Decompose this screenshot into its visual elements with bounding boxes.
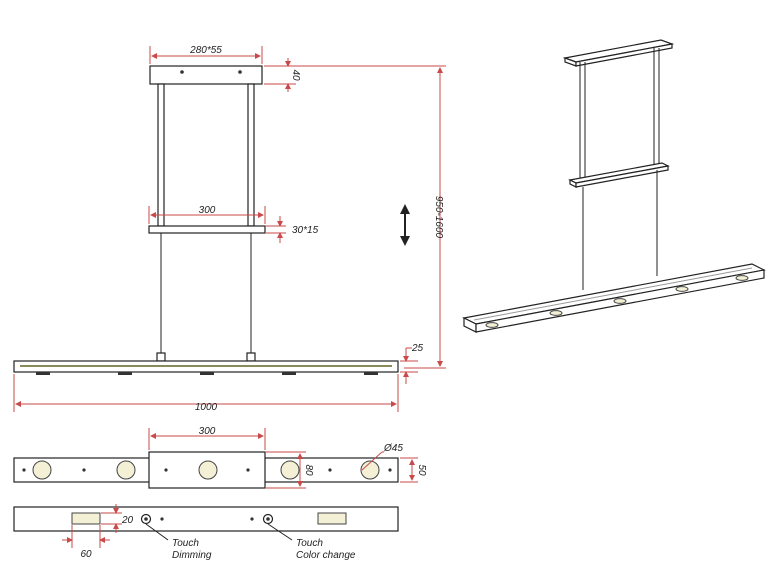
touch-color-label-2: Color change: [296, 550, 356, 561]
top-view: [13, 451, 399, 489]
left-rod: [157, 83, 165, 227]
top-dimensions: 300 Ø45 80 50: [148, 426, 427, 489]
front-dimensions: 280*55 40 300 30*15 950-1600 25: [13, 45, 446, 413]
dim-window-width: 60: [80, 549, 92, 560]
dim-bar-depth: 50: [416, 464, 427, 476]
up-down-arrow-icon: [400, 204, 410, 246]
dim-window-depth: 20: [121, 515, 134, 526]
dim-canopy-height: 40: [290, 69, 301, 81]
touch-dimming-label-2: Dimming: [172, 550, 212, 561]
window-right: [317, 512, 347, 525]
dim-slider-section: 30*15: [292, 225, 319, 236]
dim-height-range: 950-1600: [433, 196, 444, 239]
front-view: [13, 65, 399, 375]
dim-canopy: 280*55: [189, 45, 222, 56]
touch-dimming-label-1: Touch: [172, 538, 199, 549]
touch-color-label-1: Touch: [296, 538, 323, 549]
bottom-dimensions: 20 60: [62, 504, 293, 560]
canopy: [149, 65, 263, 85]
dim-led-diameter: Ø45: [383, 443, 403, 454]
dim-bar-length: 1000: [195, 402, 218, 413]
dim-bar-thickness: 25: [411, 343, 424, 354]
dim-slider-width: 300: [199, 205, 216, 216]
slider: [148, 225, 266, 234]
right-rod: [247, 83, 255, 227]
perspective-view: [462, 39, 766, 333]
dim-top-slider: 300: [199, 426, 216, 437]
dim-slider-depth: 80: [303, 464, 314, 476]
window-left: [71, 512, 101, 525]
bottom-view: [13, 506, 399, 532]
